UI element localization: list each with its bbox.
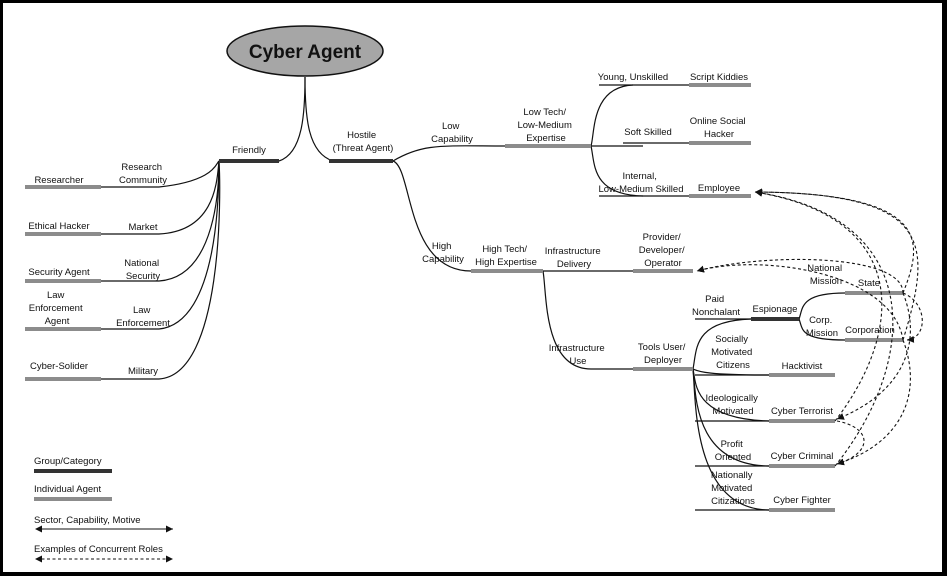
espionage-label: Espionage [753, 304, 798, 315]
agent-law-enforcement-agent: Law Enforcement Agent [29, 290, 86, 327]
corp-mission-label: Corp. Mission [806, 315, 838, 339]
sector-market: Market [128, 222, 157, 233]
cyber-agent-taxonomy-diagram: Cyber Agent [25, 25, 923, 563]
agent-corporation: Corporation [845, 325, 895, 336]
agent-employee: Employee [698, 183, 740, 194]
high-capability-label: High Capability [422, 241, 464, 265]
sector-military: Military [128, 366, 158, 377]
friendly-label: Friendly [232, 145, 266, 156]
motive-young-unskilled: Young, Unskilled [598, 72, 668, 83]
motive-socially-motivated-citizens: Socially Motivated Citizens [711, 334, 755, 371]
hostile-label: Hostile (Threat Agent) [333, 130, 394, 154]
sector-research-community: Research Community [119, 162, 167, 186]
motive-nationally-motivated-citizations: Nationally Motivated Citizations [711, 470, 755, 507]
agent-cyber-solider: Cyber-Solider [30, 361, 88, 372]
infrastructure-use-label: Infrastructure Use [549, 343, 608, 367]
root-ellipse [226, 25, 384, 77]
high-tech-group-label: High Tech/ High Expertise [475, 244, 537, 268]
legend: Group/Category Individual Agent Sector, … [34, 456, 173, 563]
agent-script-kiddies: Script Kiddies [690, 72, 748, 83]
group-bars [219, 159, 799, 321]
motive-soft-skilled: Soft Skilled [624, 127, 672, 138]
concurrent-role-arrows [696, 188, 923, 467]
diagram-canvas: Cyber Agent [3, 3, 942, 572]
agent-provider-developer-operator: Provider/ Developer/ Operator [639, 232, 688, 269]
infrastructure-delivery-label: Infrastructure Delivery [545, 246, 604, 270]
agent-state: State [858, 278, 880, 289]
national-mission-label: National Mission [807, 263, 845, 287]
agent-cyber-criminal: Cyber Criminal [771, 451, 834, 462]
legend-group-label: Group/Category [34, 456, 102, 467]
motive-profit-oriented: Profit Oriented [715, 439, 751, 463]
legend-individual-swatch [34, 497, 112, 501]
agent-cyber-fighter: Cyber Fighter [773, 495, 831, 506]
agent-online-social-hacker: Online Social Hacker [690, 116, 749, 140]
legend-individual-label: Individual Agent [34, 484, 101, 495]
legend-concurrent-label: Examples of Concurrent Roles [34, 544, 163, 555]
agent-researcher: Researcher [34, 175, 83, 186]
agent-hacktivist: Hacktivist [782, 361, 823, 372]
sector-law-enforcement: Law Enforcement [116, 305, 170, 329]
agent-bars [25, 83, 903, 512]
low-capability-label: Low Capability [431, 121, 473, 145]
legend-group-swatch [34, 469, 112, 473]
agent-tools-user-deployer: Tools User/ Deployer [638, 342, 688, 366]
low-tech-group-label: Low Tech/ Low-Medium Expertise [517, 107, 574, 144]
agent-ethical-hacker: Ethical Hacker [28, 221, 89, 232]
sector-national-security: National Security [124, 258, 162, 282]
motive-internal-low-medium-skilled: Internal, Low-Medium Skilled [598, 171, 683, 195]
labels: Friendly Hostile (Threat Agent) Low Capa… [28, 72, 894, 507]
root-title: Cyber Agent [249, 42, 362, 63]
agent-cyber-terrorist: Cyber Terrorist [771, 406, 833, 417]
legend-sector-label: Sector, Capability, Motive [34, 515, 140, 526]
motive-ideologically-motivated: Ideologically Motivated [706, 393, 761, 417]
agent-security-agent: Security Agent [28, 267, 90, 278]
paid-nonchalant-label: Paid Nonchalant [692, 294, 740, 318]
